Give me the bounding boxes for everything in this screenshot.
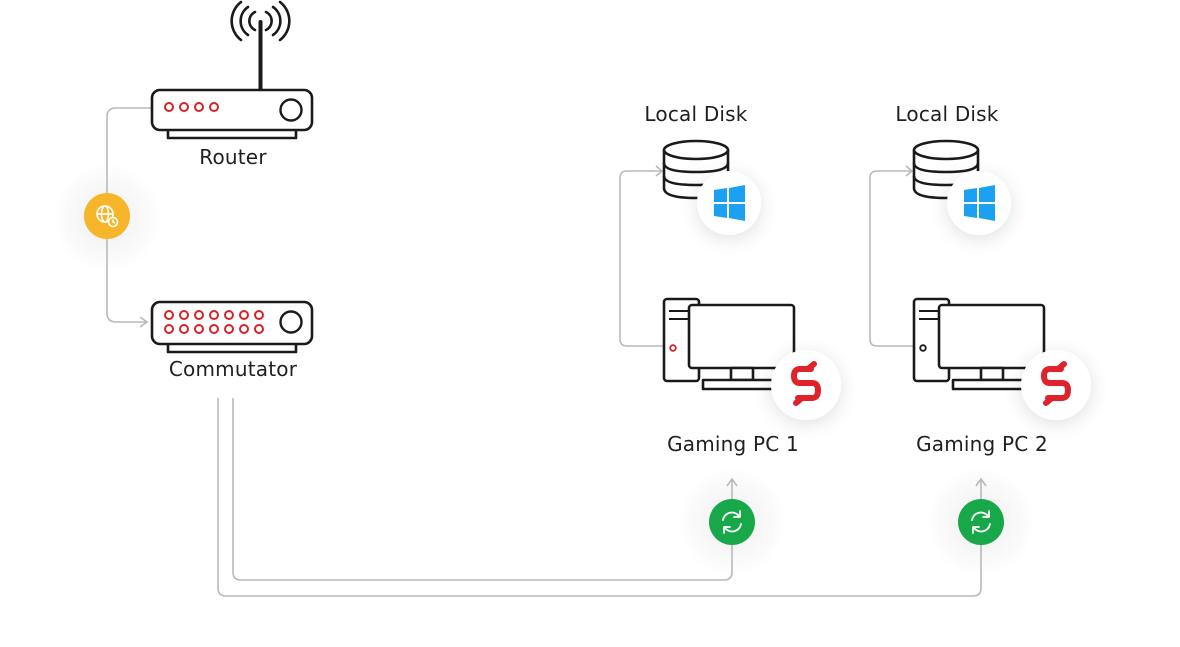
commutator-label: Commutator [168,357,298,381]
pc2-to-disk2-line [869,170,918,347]
client-badge-1 [771,350,841,420]
brand-s-logo-icon [1041,361,1071,406]
client-badge-2 [1021,350,1091,420]
windows-badge-1 [697,171,761,235]
arrow-into-pc1 [726,477,738,487]
disk-2-label: Local Disk [895,102,999,126]
disk-1-label: Local Disk [644,102,748,126]
sync-badge-1 [709,499,755,545]
arrow-into-disk1 [655,165,664,177]
gaming-pc-1-device [662,297,796,391]
windows-logo-icon [964,185,995,221]
sync-icon [722,510,742,534]
globe-clock-icon [96,205,119,228]
gaming-pc-2-device [912,297,1046,391]
commutator-to-pc2-line [217,398,982,597]
pc1-to-disk1-line [619,170,668,347]
sync-icon [971,510,991,534]
gaming-pc-1-label: Gaming PC 1 [667,432,799,456]
arrow-into-disk2 [905,165,914,177]
wifi-icon [230,0,291,42]
router-device [150,0,314,140]
commutator-to-pc1-line [232,398,733,581]
gaming-pc-2-label: Gaming PC 2 [916,432,1048,456]
windows-badge-2 [947,171,1011,235]
sync-badge-2 [958,499,1004,545]
router-label: Router [199,145,267,169]
arrow-into-commutator [139,316,149,328]
arrow-into-pc2 [975,477,987,487]
internet-badge [84,193,130,239]
brand-s-logo-icon [791,361,821,406]
windows-logo-icon [714,185,745,221]
commutator-device [150,300,314,354]
